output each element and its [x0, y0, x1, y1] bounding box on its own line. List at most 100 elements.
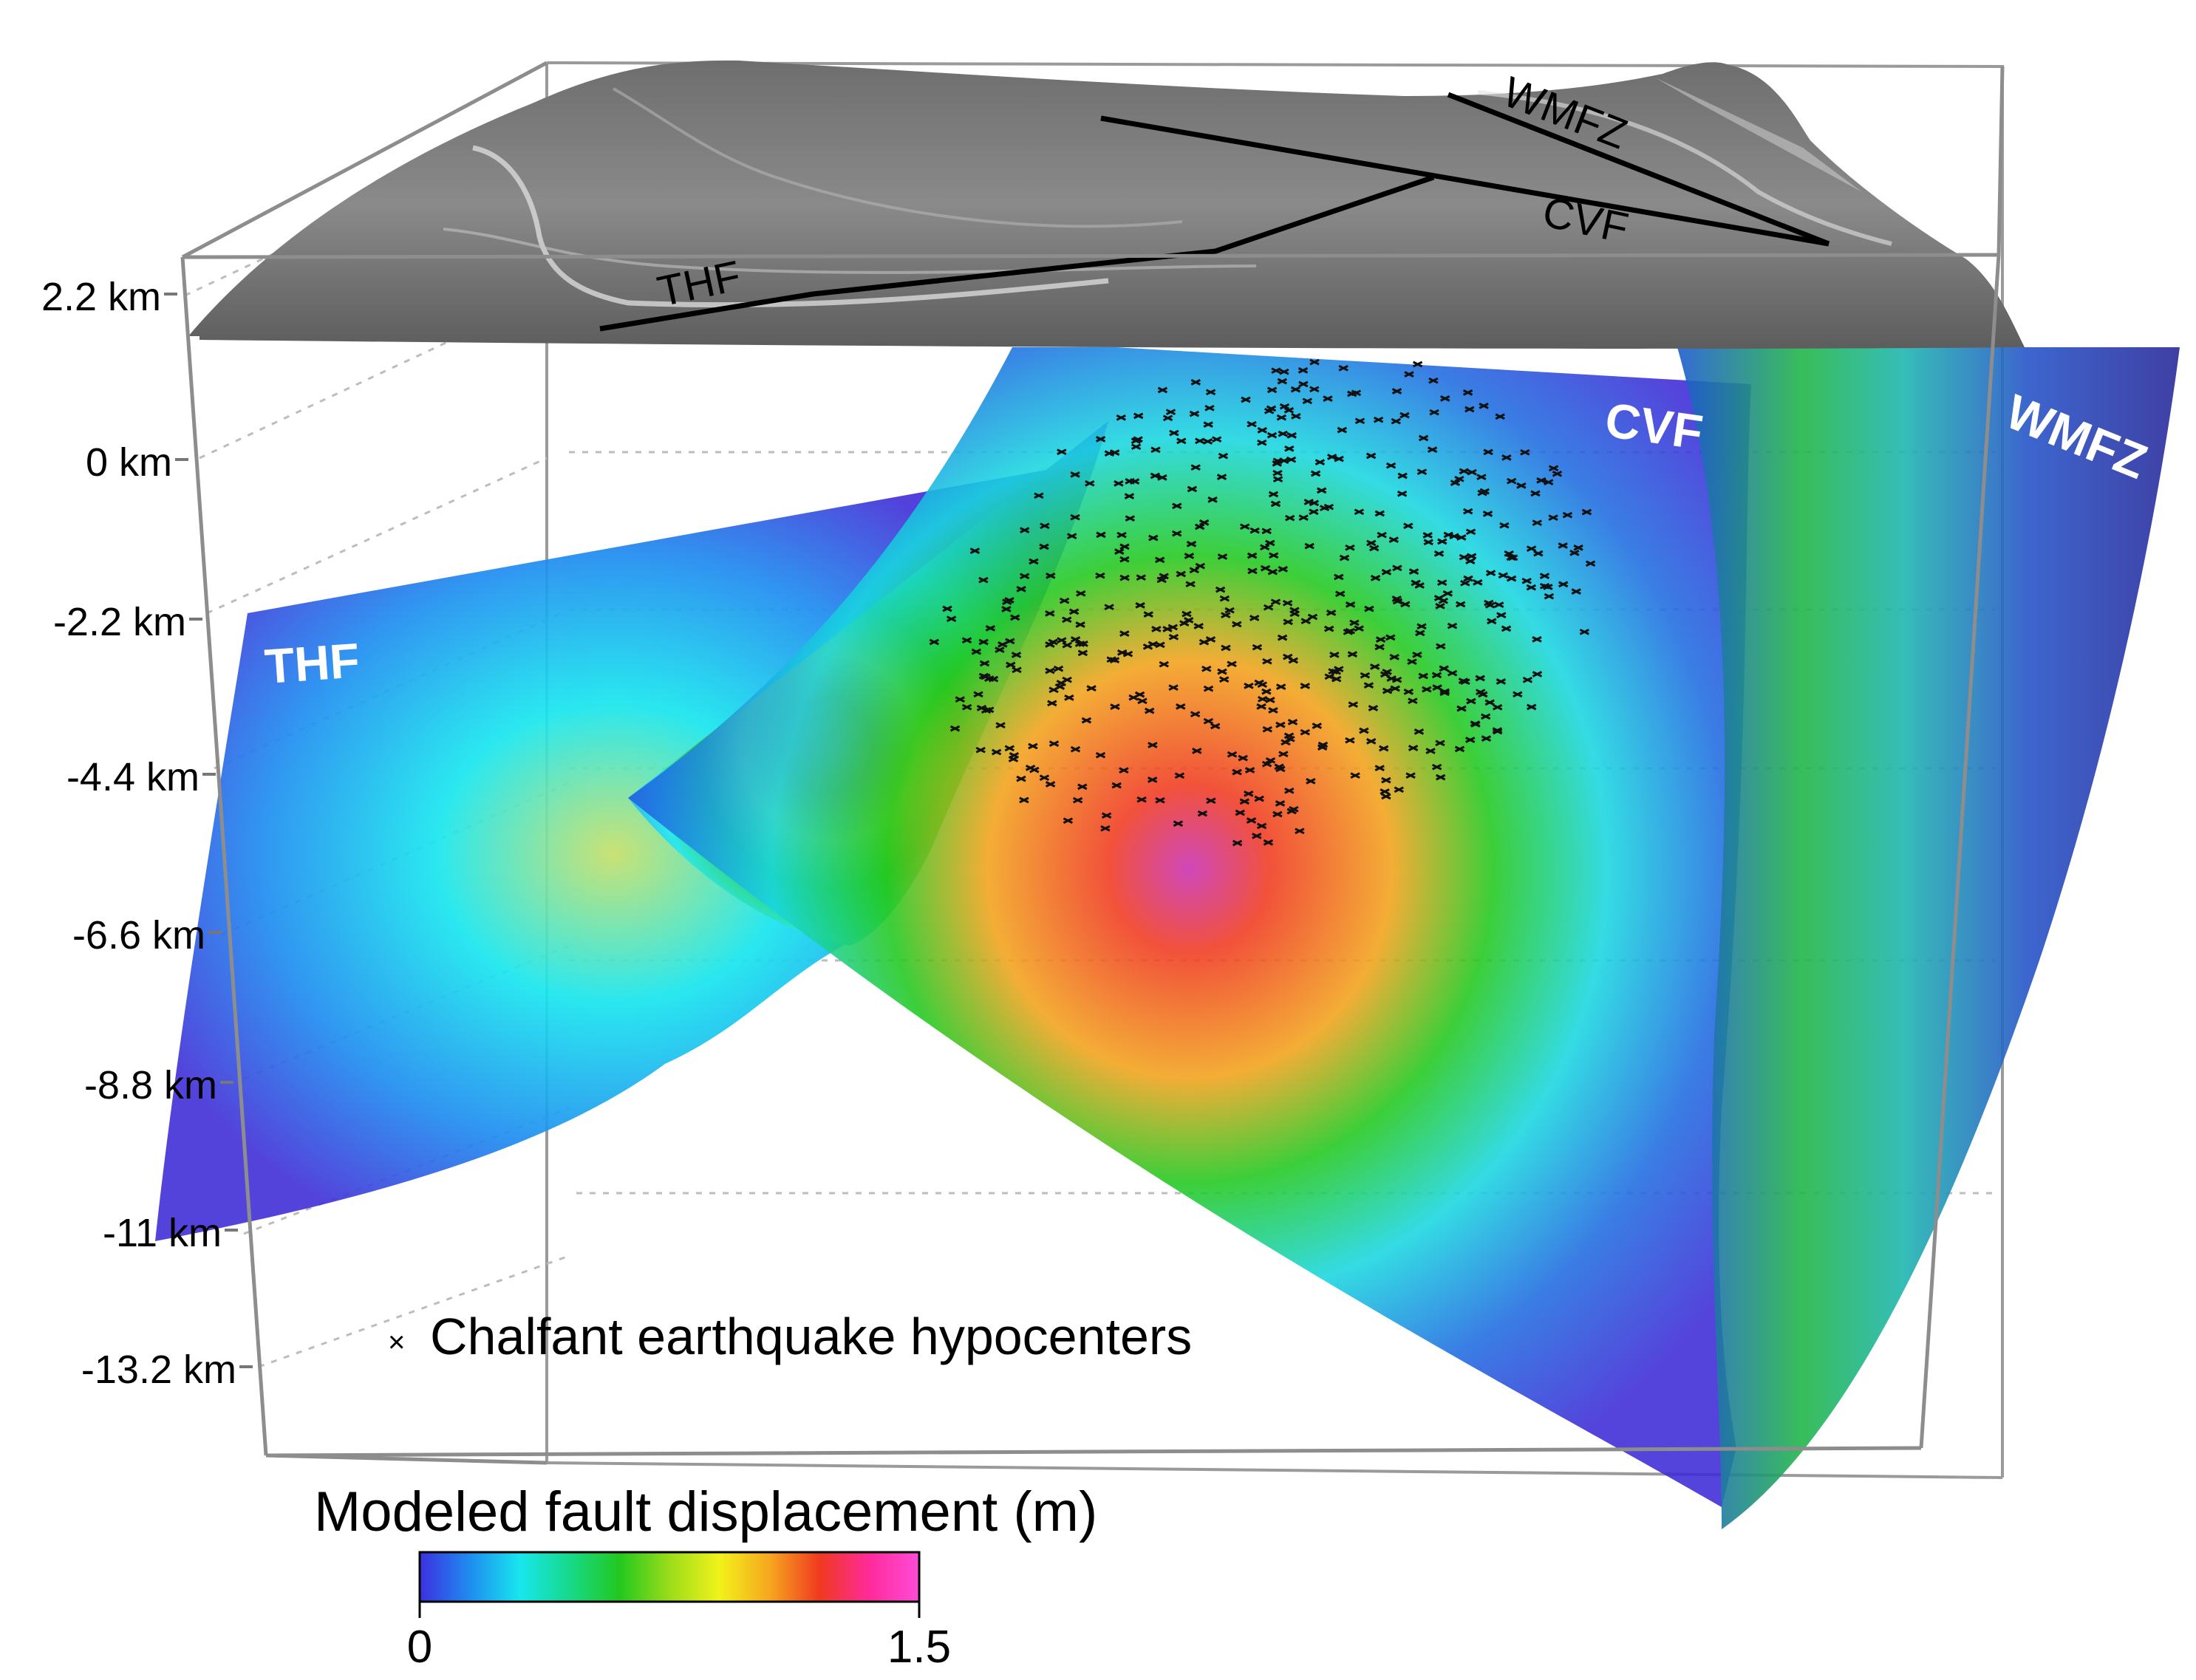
- hypocenter-marker: [1122, 650, 1133, 658]
- hypocenter-marker: [985, 625, 996, 632]
- hypocenter-marker: [1095, 751, 1106, 759]
- hypocenter-marker: [1279, 457, 1289, 465]
- hypocenter-marker: [1373, 416, 1384, 423]
- hypocenter-marker: [1506, 575, 1517, 582]
- hypocenter-marker: [1016, 775, 1026, 782]
- hypocenter-marker: [1189, 567, 1199, 574]
- hypocenter-marker: [1173, 820, 1184, 827]
- hypocenter-marker: [1501, 454, 1512, 461]
- hypocenter-marker: [1375, 636, 1386, 643]
- hypocenter-marker: [1217, 553, 1228, 560]
- hypocenter-marker: [1477, 489, 1487, 496]
- hypocenter-marker: [1176, 437, 1187, 445]
- hypocenter-marker: [1282, 599, 1293, 607]
- hypocenter-marker: [1218, 452, 1229, 460]
- hypocenter-marker: [1075, 621, 1085, 628]
- hypocenter-marker: [1265, 697, 1275, 703]
- hypocenter-marker: [1380, 788, 1390, 795]
- hypocenter-marker: [1329, 652, 1340, 658]
- hypocenter-marker: [1262, 658, 1272, 665]
- hypocenter-marker: [1479, 403, 1489, 409]
- hypocenter-marker: [1495, 413, 1505, 420]
- hypocenter-marker: [1062, 641, 1072, 649]
- hypocenter-marker: [1544, 479, 1554, 486]
- hypocenter-marker: [1232, 621, 1242, 628]
- fault-label-thf: THF: [263, 632, 361, 694]
- hypocenter-marker: [1482, 511, 1493, 517]
- hypocenter-marker: [1385, 634, 1396, 641]
- hypocenter-marker: [1190, 711, 1201, 718]
- hypocenter-marker: [1005, 638, 1015, 645]
- hypocenter-marker: [1254, 795, 1264, 802]
- hypocenter-marker: [1202, 438, 1213, 445]
- hypocenter-marker: [1374, 765, 1385, 771]
- hypocenter-marker: [1072, 796, 1083, 804]
- hypocenter-marker: [1458, 677, 1469, 684]
- hypocenter-marker: [995, 722, 1006, 729]
- hypocenter-marker: [1381, 569, 1392, 576]
- hypocenter-marker: [1070, 513, 1080, 521]
- hypocenter-marker: [1096, 531, 1106, 539]
- hypocenter-marker: [1219, 595, 1230, 602]
- hypocenter-marker: [1227, 751, 1238, 758]
- hypocenter-marker: [1300, 728, 1310, 736]
- hypocenter-marker: [1244, 767, 1255, 774]
- hypocenter-marker: [1403, 522, 1414, 530]
- hypocenter-marker: [1536, 477, 1547, 484]
- hypocenter-marker: [961, 637, 972, 644]
- fault-traces: [599, 92, 1830, 332]
- hypocenter-marker: [1039, 774, 1050, 782]
- hypocenter-marker: [1104, 450, 1115, 457]
- hypocenter-marker: [1391, 676, 1402, 683]
- hypocenter-marker: [949, 725, 961, 732]
- hypocenter-marker: [1429, 409, 1439, 416]
- hypocenter-marker: [1463, 508, 1473, 515]
- hypocenter-marker: [971, 648, 981, 655]
- hypocenter-marker: [1347, 651, 1358, 658]
- hypocenter-marker: [1268, 707, 1278, 714]
- hypocenter-marker: [1159, 573, 1169, 580]
- hypocenter-marker: [1391, 417, 1401, 425]
- hypocenter-marker: [1266, 405, 1277, 412]
- hypocenter-marker: [1239, 798, 1249, 805]
- hypocenter-marker: [1053, 665, 1064, 672]
- hypocenter-marker: [1246, 817, 1257, 824]
- hypocenter-marker: [1408, 697, 1418, 705]
- hypocenter-marker: [1381, 776, 1391, 784]
- hypocenter-marker: [1114, 548, 1125, 555]
- hypocenter-marker: [1359, 727, 1369, 734]
- hypocenter-marker: [1363, 682, 1374, 689]
- hypocenter-marker: [1029, 558, 1039, 565]
- hypocenter-marker: [1266, 431, 1278, 439]
- hypocenter-marker: [1449, 533, 1459, 540]
- hypocenter-marker: [1111, 782, 1122, 789]
- hypocenter-marker: [1046, 573, 1056, 579]
- hypocenter-marker: [1287, 719, 1298, 725]
- hypocenter-marker: [1416, 623, 1427, 630]
- hypocenter-marker: [1526, 584, 1536, 591]
- hypocenter-marker: [1462, 389, 1473, 396]
- hypocenter-marker: [1133, 412, 1144, 420]
- hypocenter-marker: [1335, 590, 1346, 598]
- hypocenter-marker: [1238, 754, 1248, 762]
- hypocenter-marker: [1485, 570, 1496, 576]
- terrain-surface: WMFZ CVF THF: [188, 60, 2025, 349]
- hypocenter-marker: [1558, 542, 1568, 549]
- hypocenter-marker: [1295, 827, 1305, 835]
- hypocenter-marker: [1263, 604, 1274, 611]
- hypocenter-marker: [1408, 745, 1419, 751]
- hypocenter-marker: [981, 673, 991, 680]
- hypocenter-marker: [1070, 745, 1081, 753]
- depth-tick-label: 2.2 km: [41, 275, 161, 319]
- hypocenter-marker: [1169, 429, 1179, 437]
- hypocenter-marker: [942, 605, 952, 612]
- hypocenter-marker: [1010, 614, 1020, 621]
- depth-axis: 2.2 km0 km-2.2 km-4.4 km-6.6 km-8.8 km-1…: [41, 275, 253, 1392]
- hypocenter-marker: [1447, 669, 1458, 677]
- hypocenter-marker: [1475, 675, 1485, 682]
- hypocenter-marker: [1493, 703, 1503, 711]
- hypocenter-marker: [1136, 574, 1146, 581]
- hypocenter-marker: [1215, 586, 1226, 593]
- hypocenter-marker: [1019, 796, 1029, 804]
- hypocenter-marker: [1184, 553, 1195, 559]
